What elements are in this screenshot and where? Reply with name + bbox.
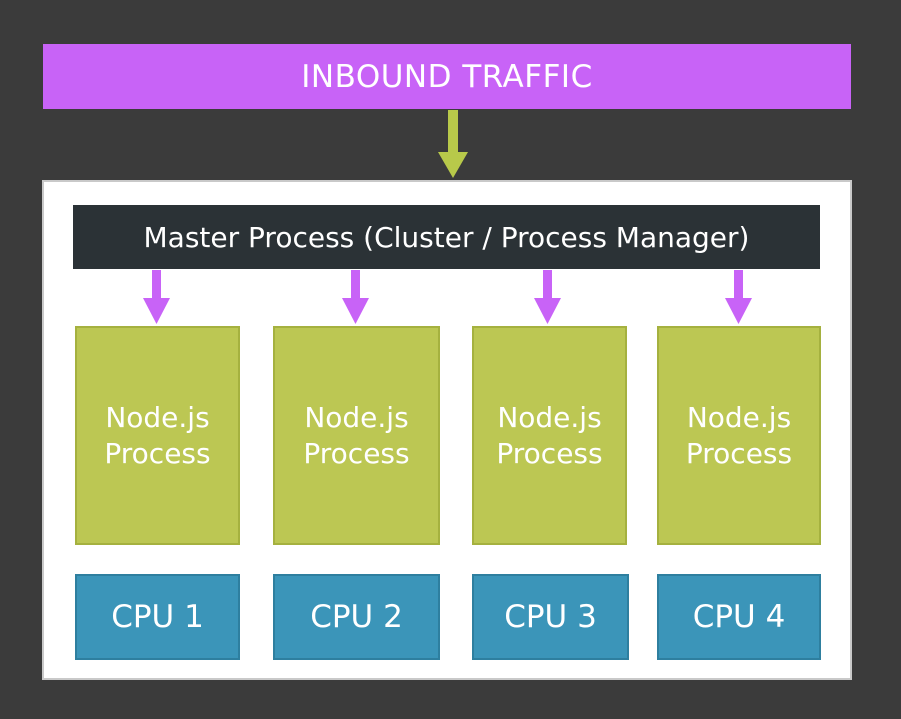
cpu-box-3: CPU 3 [472, 574, 629, 660]
cpu-3-label: CPU 3 [504, 599, 597, 635]
node-process-2-line1: Node.js [304, 400, 409, 434]
cpu-box-2: CPU 2 [273, 574, 440, 660]
node-process-4: Node.js Process [657, 326, 821, 545]
node-process-3-line2: Process [496, 436, 603, 470]
node-process-4-line2: Process [685, 436, 793, 470]
cpu-4-label: CPU 4 [692, 599, 786, 635]
inbound-traffic-box: INBOUND TRAFFIC [43, 44, 851, 109]
cpu-1-label: CPU 1 [111, 599, 204, 635]
node-process-2-line2: Process [303, 436, 410, 470]
inbound-arrow [438, 110, 468, 178]
inbound-traffic-label: INBOUND TRAFFIC [301, 58, 593, 95]
node-process-1-line1: Node.js [105, 400, 210, 434]
node-process-3: Node.js Process [472, 326, 627, 545]
node-process-3-line1: Node.js [497, 400, 602, 434]
node-process-4-line1: Node.js [686, 400, 792, 434]
node-process-1-line2: Process [104, 436, 211, 470]
cpu-box-1: CPU 1 [75, 574, 240, 660]
cpu-2-label: CPU 2 [310, 599, 403, 635]
master-process-box: Master Process (Cluster / Process Manage… [73, 205, 820, 269]
cpu-box-4: CPU 4 [657, 574, 821, 660]
node-process-1: Node.js Process [75, 326, 240, 545]
node-process-2: Node.js Process [273, 326, 440, 545]
master-process-label: Master Process (Cluster / Process Manage… [143, 220, 750, 254]
